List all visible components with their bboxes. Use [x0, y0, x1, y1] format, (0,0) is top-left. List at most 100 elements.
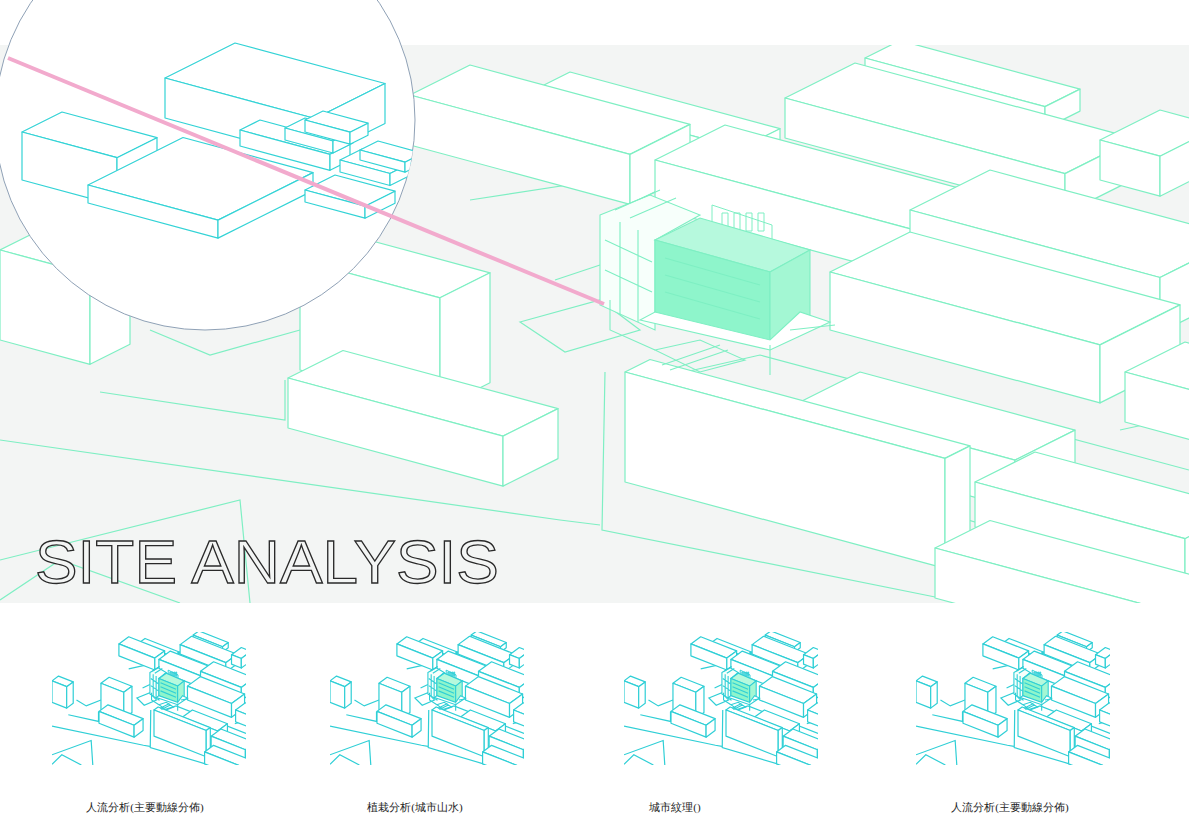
frame-line	[1016, 693, 1053, 711]
block-face	[706, 719, 715, 737]
frame-line	[437, 702, 452, 710]
frame-line	[731, 702, 746, 710]
block-face	[232, 655, 242, 668]
chimney	[746, 213, 752, 231]
block-face	[519, 651, 524, 668]
thumbnails	[52, 631, 1124, 781]
road-outline	[100, 380, 285, 420]
road-outline	[932, 712, 962, 722]
block-face	[1160, 126, 1189, 196]
block-face	[1018, 710, 1070, 757]
road-outline	[916, 755, 945, 765]
block-face	[963, 711, 998, 737]
thumbnail-caption: 城市紋理()	[545, 800, 805, 814]
building-block	[1100, 110, 1189, 196]
road-outline	[624, 740, 665, 765]
block-face	[236, 710, 246, 728]
block-face	[813, 651, 818, 668]
building-block	[808, 703, 818, 728]
block-face	[983, 644, 1019, 670]
thumbnail	[52, 631, 260, 781]
road-outline	[421, 684, 428, 688]
block-face	[777, 752, 818, 765]
thumbnail-caption: 人流分析(主要動線分佈)	[880, 800, 1140, 814]
frame-line	[159, 702, 174, 710]
thumbnail	[624, 631, 832, 781]
block-face	[88, 185, 218, 238]
block-face	[514, 710, 524, 728]
road-outline	[624, 755, 653, 765]
block-face	[624, 681, 639, 708]
frame-line	[1023, 702, 1038, 710]
block-face	[288, 378, 503, 486]
block-face	[410, 95, 630, 204]
frame-line	[724, 693, 761, 711]
block-face	[1100, 140, 1160, 196]
block-face	[931, 682, 938, 708]
building-block	[99, 705, 143, 737]
thumbnail-caption: 人流分析(主要動線分佈)	[15, 800, 275, 814]
project-building	[1014, 667, 1052, 711]
frame-line	[615, 190, 676, 218]
block-face	[99, 711, 134, 737]
block-face	[432, 710, 484, 757]
building-block	[624, 676, 645, 708]
road-outline	[1007, 684, 1014, 688]
frame-line	[605, 222, 652, 322]
building-block	[935, 521, 1189, 604]
deck	[640, 312, 830, 350]
building-block	[625, 360, 970, 569]
block-face	[998, 719, 1007, 737]
road-outline	[68, 712, 98, 722]
building-block	[432, 707, 488, 757]
inset-outline	[0, 0, 415, 330]
building-block	[483, 745, 524, 765]
frame-line	[610, 300, 835, 375]
block-face	[119, 644, 155, 670]
block-face	[360, 150, 405, 172]
road-outline	[76, 700, 100, 706]
block-face	[67, 682, 74, 708]
thumbnail	[330, 631, 538, 781]
block-face	[218, 173, 313, 239]
road-outline	[346, 712, 376, 722]
building-block	[119, 637, 165, 670]
building-block	[777, 745, 818, 765]
block-face	[241, 651, 246, 668]
building-block	[288, 351, 558, 487]
building-block	[983, 637, 1029, 670]
frame-line	[733, 683, 749, 698]
building-block	[236, 703, 246, 728]
block-face	[350, 123, 368, 144]
frame-line	[1025, 683, 1041, 698]
building-block	[1018, 707, 1074, 757]
project-building	[722, 667, 760, 711]
road-outline	[640, 712, 670, 722]
building-block	[804, 647, 819, 668]
road-outline	[143, 684, 150, 688]
road-outline	[916, 740, 957, 765]
building-block	[410, 65, 690, 204]
frame-line	[439, 683, 455, 698]
block-face	[691, 644, 727, 670]
block-face	[808, 710, 818, 728]
frame-line	[152, 693, 189, 711]
building-block	[1100, 703, 1110, 728]
building-block	[52, 676, 73, 708]
road-outline	[648, 700, 672, 706]
frame-line	[152, 667, 162, 674]
building-block	[691, 637, 737, 670]
block-face	[377, 711, 412, 737]
block-face	[205, 752, 246, 765]
block-face	[1185, 509, 1189, 584]
building-block	[510, 647, 525, 668]
building-block	[205, 745, 246, 765]
block-face	[671, 711, 706, 737]
building-block	[916, 676, 937, 708]
frame-line	[724, 667, 734, 674]
block-face	[726, 710, 778, 757]
building-block	[514, 703, 524, 728]
block-face	[1069, 752, 1110, 765]
building-block	[397, 637, 443, 670]
